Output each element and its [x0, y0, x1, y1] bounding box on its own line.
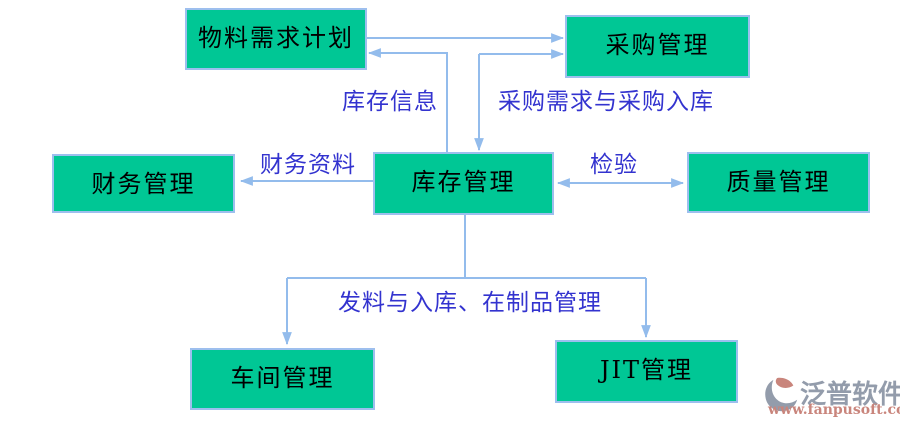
node-mrp: 物料需求计划 — [185, 8, 367, 70]
node-purchasing: 采购管理 — [565, 15, 750, 78]
node-workshop: 车间管理 — [190, 348, 375, 410]
node-quality-label: 质量管理 — [726, 168, 831, 196]
node-finance: 财务管理 — [52, 154, 235, 213]
node-workshop-label: 车间管理 — [230, 364, 335, 392]
edge-label-issue-receipt: 发料与入库、在制品管理 — [338, 290, 602, 316]
edge-label-inventory-info: 库存信息 — [342, 89, 438, 115]
node-inventory: 库存管理 — [373, 152, 554, 215]
node-inventory-label: 库存管理 — [411, 168, 516, 196]
fanpu-logo-icon — [765, 377, 798, 412]
node-mrp-label: 物料需求计划 — [198, 24, 354, 52]
watermark-brand: 泛普软件 — [800, 380, 900, 410]
node-jit-label: JIT管理 — [599, 356, 694, 384]
watermark: 泛普软件 www.fanpusoft.com — [762, 374, 900, 422]
watermark-url: www.fanpusoft.com — [768, 402, 900, 418]
edge-label-purchase-flow: 采购需求与采购入库 — [498, 89, 714, 115]
node-quality: 质量管理 — [687, 152, 870, 213]
node-finance-label: 财务管理 — [91, 170, 196, 198]
edge-label-finance-data: 财务资料 — [260, 152, 356, 178]
node-purchasing-label: 采购管理 — [605, 31, 710, 59]
node-jit: JIT管理 — [555, 340, 738, 403]
edge-label-inspection: 检验 — [590, 152, 638, 178]
